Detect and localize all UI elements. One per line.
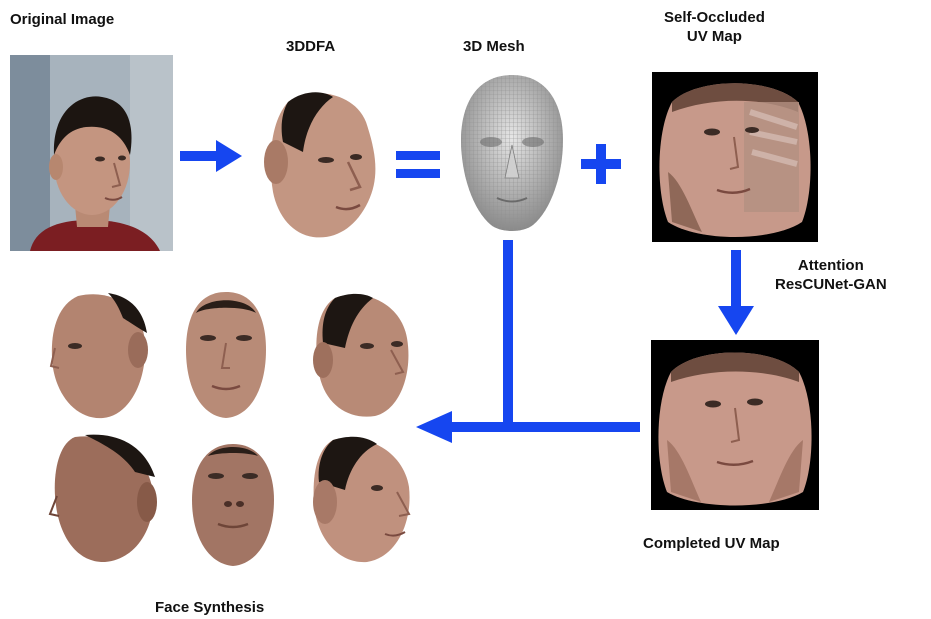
synthesized-face-5 xyxy=(188,440,278,570)
plus-operator: + xyxy=(581,144,621,184)
label-completed-uv-map: Completed UV Map xyxy=(643,535,780,552)
synthesized-face-1 xyxy=(43,288,155,423)
label-attention-rescunet-gan: Attention ResCUNet-GAN xyxy=(775,257,887,293)
equals-operator: = xyxy=(396,147,440,183)
label-3ddfa: 3DDFA xyxy=(286,38,336,55)
synthesized-face-2 xyxy=(180,288,272,423)
connector-mesh-vertical xyxy=(503,240,513,428)
3ddfa-face-render xyxy=(248,82,388,242)
arrow-to-face-synthesis xyxy=(416,411,452,443)
label-face-synthesis: Face Synthesis xyxy=(155,599,265,616)
synthesized-face-4 xyxy=(45,432,160,567)
synthesized-face-3 xyxy=(305,288,415,423)
arrow-down-to-completed xyxy=(718,250,754,335)
connector-horizontal xyxy=(450,422,640,432)
label-original-image: Original Image xyxy=(10,11,115,28)
arrow-to-3ddfa xyxy=(180,140,242,172)
completed-uv-map-image xyxy=(651,340,819,510)
synthesized-face-6 xyxy=(305,432,415,567)
self-occluded-uv-map-image xyxy=(652,72,818,242)
original-image-photo xyxy=(10,55,173,251)
3d-mesh-render xyxy=(453,70,571,238)
label-3d-mesh: 3D Mesh xyxy=(463,38,525,55)
label-self-occluded-uv-map: Self-Occluded UV Map xyxy=(664,9,765,45)
